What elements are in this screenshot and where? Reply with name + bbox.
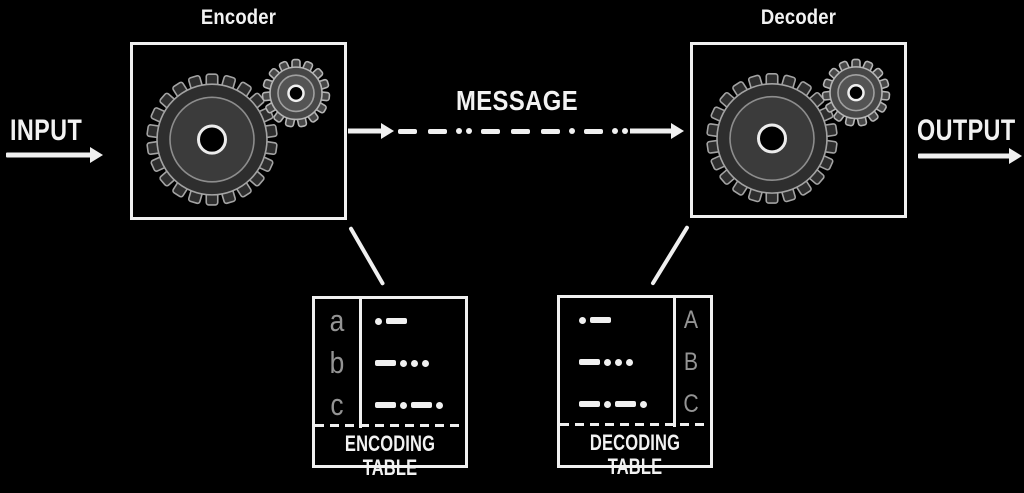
morse-dot <box>411 359 418 367</box>
morse-dash <box>375 402 396 408</box>
arrow-head <box>671 123 684 139</box>
column-divider <box>673 298 676 427</box>
morse-dot <box>604 400 611 408</box>
morse-dot <box>400 359 407 367</box>
output-label: OUTPUT <box>917 114 1016 147</box>
morse-dash <box>375 360 396 366</box>
arrow-shaft <box>630 128 673 134</box>
letter-cell: a <box>329 303 345 338</box>
table-row: C <box>560 391 710 417</box>
morse-code <box>373 401 445 409</box>
morse-dot <box>612 128 618 134</box>
decoding-table-caption: DECODING TABLE <box>589 430 681 480</box>
message-line <box>348 119 684 143</box>
morse-dot <box>466 128 472 134</box>
morse-dash <box>411 402 432 408</box>
decoding-table: A B C DECODING TABLE <box>557 295 713 479</box>
letter-cell: C <box>683 390 699 418</box>
gears-icon <box>706 58 891 204</box>
decoder-table-connector-line <box>650 224 690 286</box>
decoder-box <box>690 42 907 218</box>
arrow-shaft <box>918 153 1011 158</box>
arrow-shaft <box>348 128 383 134</box>
encoder-title: Encoder <box>200 6 277 29</box>
morse-code <box>577 400 649 408</box>
morse-dot <box>604 358 611 366</box>
letter-cell: c <box>330 387 344 422</box>
arrow-head <box>1009 147 1022 164</box>
morse-dash <box>398 128 417 134</box>
morse-code <box>577 316 613 324</box>
morse-dash <box>590 317 611 323</box>
morse-dot <box>569 128 575 134</box>
arrow-shaft <box>6 152 92 157</box>
message-morse-code <box>394 128 630 134</box>
morse-code <box>577 358 635 366</box>
message-arrow-icon <box>348 123 394 140</box>
morse-dot <box>622 128 628 134</box>
table-row: B <box>560 349 710 375</box>
morse-code <box>373 317 409 325</box>
table-row: a <box>315 303 465 338</box>
morse-dash <box>615 401 636 407</box>
arrow-head <box>381 123 394 139</box>
arrow-head <box>90 146 103 163</box>
decoder-title: Decoder <box>760 6 837 29</box>
morse-dot <box>422 359 429 367</box>
table-row: c <box>315 387 465 422</box>
dashed-separator <box>560 423 710 426</box>
message-arrow-icon <box>630 123 684 140</box>
morse-dot <box>615 358 622 366</box>
gears-icon <box>146 58 331 206</box>
table-row: b <box>315 345 465 380</box>
encoding-table: a b c ENCODING TABLE <box>312 296 468 480</box>
morse-dash <box>541 128 560 134</box>
morse-dash <box>481 128 500 134</box>
input-arrow-icon <box>6 146 103 163</box>
morse-dash <box>579 401 600 407</box>
morse-dash <box>584 128 603 134</box>
morse-dash <box>428 128 447 134</box>
encoder-table-connector-line <box>348 226 386 287</box>
output-arrow-icon <box>918 147 1022 164</box>
encoder-box <box>130 42 347 220</box>
morse-dot <box>579 316 586 324</box>
letter-cell: b <box>329 345 345 380</box>
dashed-separator <box>315 424 465 427</box>
morse-code <box>373 359 431 367</box>
morse-dot <box>626 358 633 366</box>
letter-cell: A <box>683 306 699 334</box>
morse-dash <box>386 318 407 324</box>
morse-dash <box>579 359 600 365</box>
column-divider <box>359 299 362 428</box>
input-label: INPUT <box>10 114 83 147</box>
morse-dot <box>436 401 443 409</box>
morse-dash <box>511 128 530 134</box>
morse-dot <box>640 400 647 408</box>
table-row: A <box>560 307 710 333</box>
morse-dot <box>400 401 407 409</box>
letter-cell: B <box>683 348 699 376</box>
encoding-table-caption: ENCODING TABLE <box>344 431 436 481</box>
morse-dot <box>375 317 382 325</box>
morse-dot <box>456 128 462 134</box>
message-label: MESSAGE <box>455 85 579 116</box>
